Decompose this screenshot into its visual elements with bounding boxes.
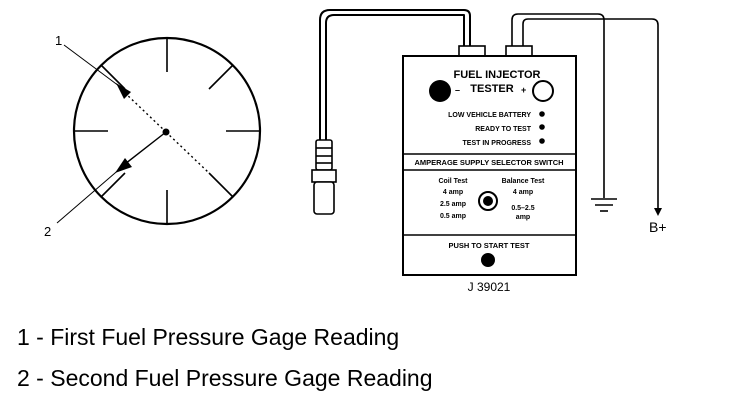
callout-leader-2 bbox=[56, 166, 123, 224]
coil-test-value-1: 4 amp bbox=[443, 189, 463, 196]
push-to-start-label: PUSH TO START TEST bbox=[449, 241, 530, 250]
status-low-battery-led bbox=[539, 111, 545, 117]
tester-title-line2: TESTER bbox=[470, 83, 513, 95]
balance-test-value-1: 4 amp bbox=[513, 189, 533, 196]
status-low-battery-label: LOW VEHICLE BATTERY bbox=[448, 112, 531, 119]
gauge-tick-marks bbox=[74, 38, 260, 224]
battery-positive-label: B+ bbox=[649, 219, 667, 235]
negative-terminal-label: – bbox=[455, 85, 460, 95]
gauge-hub bbox=[162, 128, 170, 136]
injector-connector-plug bbox=[311, 139, 337, 215]
status-ready-led bbox=[539, 124, 545, 130]
negative-terminal[interactable] bbox=[429, 80, 451, 102]
status-in-progress-label: TEST IN PROGRESS bbox=[463, 140, 532, 147]
battery-cable bbox=[522, 18, 659, 210]
callout-leader-1 bbox=[63, 44, 124, 90]
fuel-injector-test-diagram: 1 2 B+ FUEL INJECTOR TESTER – + bbox=[44, 9, 667, 294]
tester-cables bbox=[319, 9, 659, 210]
fuel-pressure-gauge: 1 2 bbox=[44, 33, 262, 239]
positive-terminal[interactable] bbox=[532, 80, 554, 102]
selector-switch-header: AMPERAGE SUPPLY SELECTOR SWITCH bbox=[414, 158, 563, 167]
coil-test-value-2: 2.5 amp bbox=[440, 201, 466, 208]
coil-test-label: Coil Test bbox=[438, 178, 468, 185]
gauge-needle-second-reading bbox=[124, 131, 167, 165]
callout-1: 1 bbox=[55, 33, 62, 48]
ground-symbol-icon bbox=[591, 198, 617, 212]
tester-title-line1: FUEL INJECTOR bbox=[454, 69, 541, 81]
start-test-button[interactable] bbox=[481, 253, 495, 267]
tester-part-number: J 39021 bbox=[468, 280, 511, 294]
battery-lead-arrowhead bbox=[654, 208, 662, 216]
coil-test-value-3: 0.5 amp bbox=[440, 213, 466, 220]
callout-2: 2 bbox=[44, 224, 51, 239]
status-ready-label: READY TO TEST bbox=[475, 126, 531, 133]
balance-test-value-2: 0.5–2.5 bbox=[511, 205, 534, 212]
positive-terminal-label: + bbox=[521, 85, 526, 95]
fuel-injector-tester: FUEL INJECTOR TESTER – + LOW VEHICLE BAT… bbox=[402, 55, 577, 294]
status-in-progress-led bbox=[539, 138, 545, 144]
injector-harness-cable bbox=[319, 9, 471, 140]
balance-test-value-3: amp bbox=[516, 214, 530, 221]
legend-item-second-reading: 2 - Second Fuel Pressure Gage Reading bbox=[17, 365, 433, 391]
ground-cable bbox=[511, 13, 605, 198]
balance-test-label: Balance Test bbox=[502, 178, 545, 185]
legend-item-first-reading: 1 - First Fuel Pressure Gage Reading bbox=[17, 324, 400, 350]
